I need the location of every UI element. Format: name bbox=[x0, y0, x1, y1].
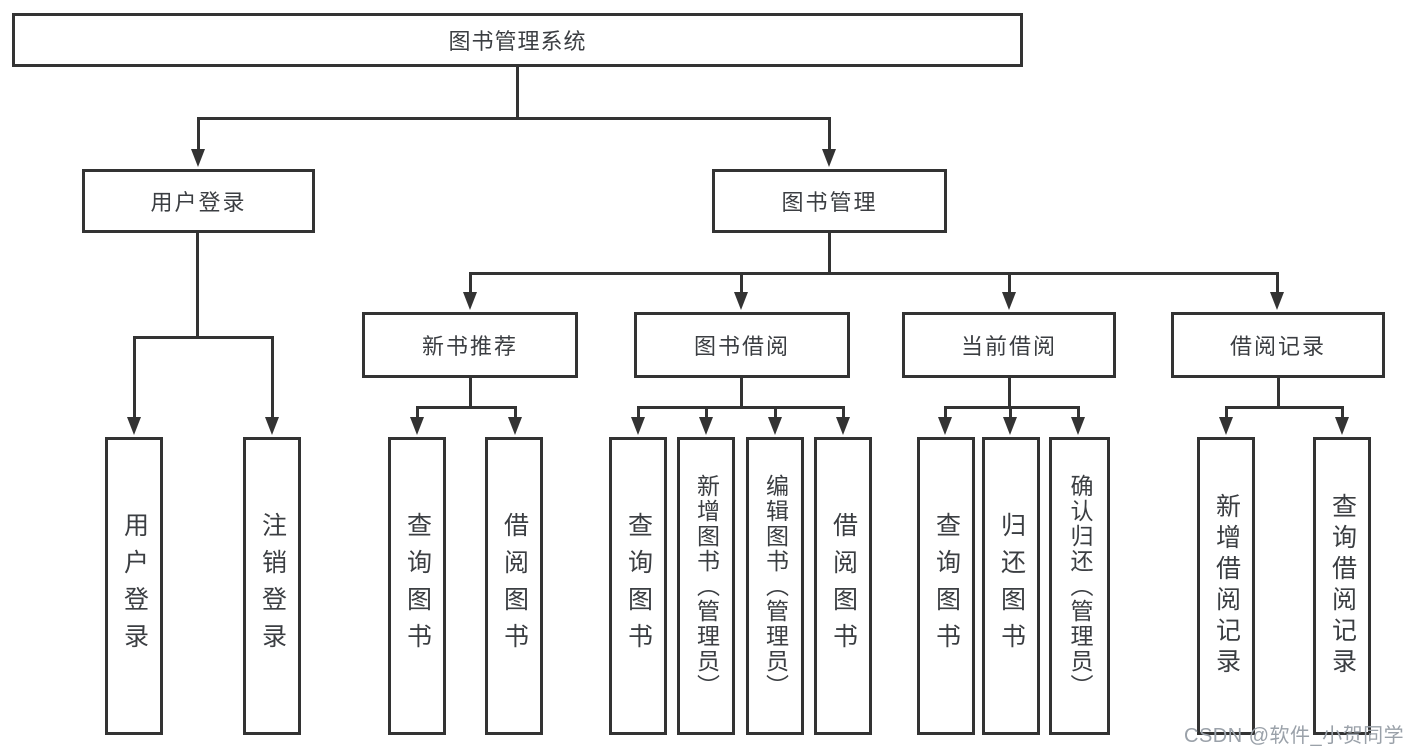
connector-arrow-line bbox=[705, 406, 708, 419]
connector-arrow-line bbox=[774, 406, 777, 419]
leaf-label: 用户登录 bbox=[120, 512, 149, 660]
connector-arrow-line bbox=[828, 117, 831, 153]
node-book-borrowing: 图书借阅 bbox=[634, 312, 850, 378]
leaf-label: 归还图书 bbox=[997, 512, 1026, 660]
connector-arrow-line bbox=[944, 406, 947, 419]
leaf-confirm-return-admin: 确认归还（管理员） bbox=[1049, 437, 1110, 735]
connector-stem bbox=[516, 66, 519, 117]
connector-stem bbox=[469, 376, 472, 408]
leaf-query-books-borrowing: 查询图书 bbox=[609, 437, 667, 735]
node-label: 图书管理系统 bbox=[448, 29, 587, 54]
connector-arrow-line bbox=[514, 406, 517, 419]
connector-hline bbox=[944, 406, 1080, 409]
arrow-down-icon bbox=[836, 417, 850, 435]
arrow-down-icon bbox=[938, 417, 952, 435]
leaf-borrow-books-recommend: 借阅图书 bbox=[485, 437, 543, 735]
arrow-down-icon bbox=[1071, 417, 1085, 435]
connector-stem bbox=[740, 376, 743, 408]
node-new-book-recommendation: 新书推荐 bbox=[362, 312, 578, 378]
arrow-down-icon bbox=[734, 292, 748, 310]
node-book-management: 图书管理 bbox=[712, 169, 947, 233]
connector-stem bbox=[828, 230, 831, 272]
leaf-add-borrow-record: 新增借阅记录 bbox=[1197, 437, 1255, 735]
arrow-down-icon bbox=[768, 417, 782, 435]
connector-arrow-line bbox=[197, 117, 200, 153]
connector-arrow-line bbox=[1077, 406, 1080, 419]
connector-arrow-line bbox=[740, 272, 743, 296]
leaf-logout: 注销登录 bbox=[243, 437, 301, 735]
leaf-borrow-books: 借阅图书 bbox=[814, 437, 872, 735]
connector-arrow-line bbox=[637, 406, 640, 419]
arrow-down-icon bbox=[699, 417, 713, 435]
leaf-label: 查询图书 bbox=[932, 512, 961, 660]
leaf-label: 借阅图书 bbox=[829, 512, 858, 660]
arrow-down-icon bbox=[1219, 417, 1233, 435]
leaf-user-login: 用户登录 bbox=[105, 437, 163, 735]
connector-hline bbox=[637, 406, 845, 409]
connector-arrow-line bbox=[416, 406, 419, 419]
connector-hline bbox=[133, 336, 274, 339]
arrow-down-icon bbox=[410, 417, 424, 435]
connector-arrow-line bbox=[1009, 406, 1012, 419]
connector-hline bbox=[1225, 406, 1344, 409]
arrow-down-icon bbox=[265, 417, 279, 435]
node-label: 借阅记录 bbox=[1229, 334, 1326, 359]
arrow-down-icon bbox=[191, 149, 205, 167]
leaf-label: 查询图书 bbox=[403, 512, 432, 660]
connector-stem bbox=[196, 230, 199, 336]
node-label: 图书管理 bbox=[781, 190, 878, 215]
leaf-query-borrow-record: 查询借阅记录 bbox=[1313, 437, 1371, 735]
arrow-down-icon bbox=[463, 292, 477, 310]
leaf-label: 确认归还（管理员） bbox=[1067, 473, 1093, 699]
leaf-label: 注销登录 bbox=[258, 512, 287, 660]
leaf-label: 新增借阅记录 bbox=[1212, 493, 1241, 679]
node-label: 用户登录 bbox=[150, 190, 247, 215]
leaf-add-book-admin: 新增图书（管理员） bbox=[677, 437, 735, 735]
arrow-down-icon bbox=[631, 417, 645, 435]
connector-arrow-line bbox=[842, 406, 845, 419]
node-label: 当前借阅 bbox=[960, 334, 1057, 359]
node-borrowing-records: 借阅记录 bbox=[1171, 312, 1385, 378]
leaf-query-books-recommend: 查询图书 bbox=[388, 437, 446, 735]
node-current-borrowing: 当前借阅 bbox=[902, 312, 1116, 378]
leaf-query-books-current: 查询图书 bbox=[917, 437, 975, 735]
leaf-label: 借阅图书 bbox=[500, 512, 529, 660]
leaf-label: 查询图书 bbox=[624, 512, 653, 660]
leaf-label: 新增图书（管理员） bbox=[693, 473, 720, 699]
arrow-down-icon bbox=[1335, 417, 1349, 435]
connector-stem bbox=[1008, 376, 1011, 408]
node-user-login: 用户登录 bbox=[82, 169, 315, 233]
connector-hline bbox=[469, 272, 1279, 275]
arrow-down-icon bbox=[508, 417, 522, 435]
connector-arrow-line bbox=[469, 272, 472, 296]
connector-hline bbox=[416, 406, 516, 409]
arrow-down-icon bbox=[1002, 292, 1016, 310]
leaf-return-books: 归还图书 bbox=[982, 437, 1040, 735]
arrow-down-icon bbox=[127, 417, 141, 435]
connector-arrow-line bbox=[1276, 272, 1279, 296]
node-label: 新书推荐 bbox=[421, 334, 518, 359]
leaf-edit-book-admin: 编辑图书（管理员） bbox=[746, 437, 804, 735]
connector-hline bbox=[197, 117, 830, 120]
connector-arrow-line bbox=[1008, 272, 1011, 296]
connector-arrow-line bbox=[271, 336, 274, 421]
arrow-down-icon bbox=[822, 149, 836, 167]
node-library-management-system: 图书管理系统 bbox=[12, 13, 1023, 67]
connector-arrow-line bbox=[1341, 406, 1344, 419]
connector-arrow-line bbox=[1225, 406, 1228, 419]
arrow-down-icon bbox=[1003, 417, 1017, 435]
leaf-label: 编辑图书（管理员） bbox=[762, 473, 789, 699]
csdn-watermark: CSDN @软件_小贺同学 bbox=[1184, 725, 1405, 747]
node-label: 图书借阅 bbox=[693, 334, 790, 359]
leaf-label: 查询借阅记录 bbox=[1328, 493, 1357, 679]
connector-stem bbox=[1277, 376, 1280, 408]
arrow-down-icon bbox=[1270, 292, 1284, 310]
connector-arrow-line bbox=[133, 336, 136, 421]
